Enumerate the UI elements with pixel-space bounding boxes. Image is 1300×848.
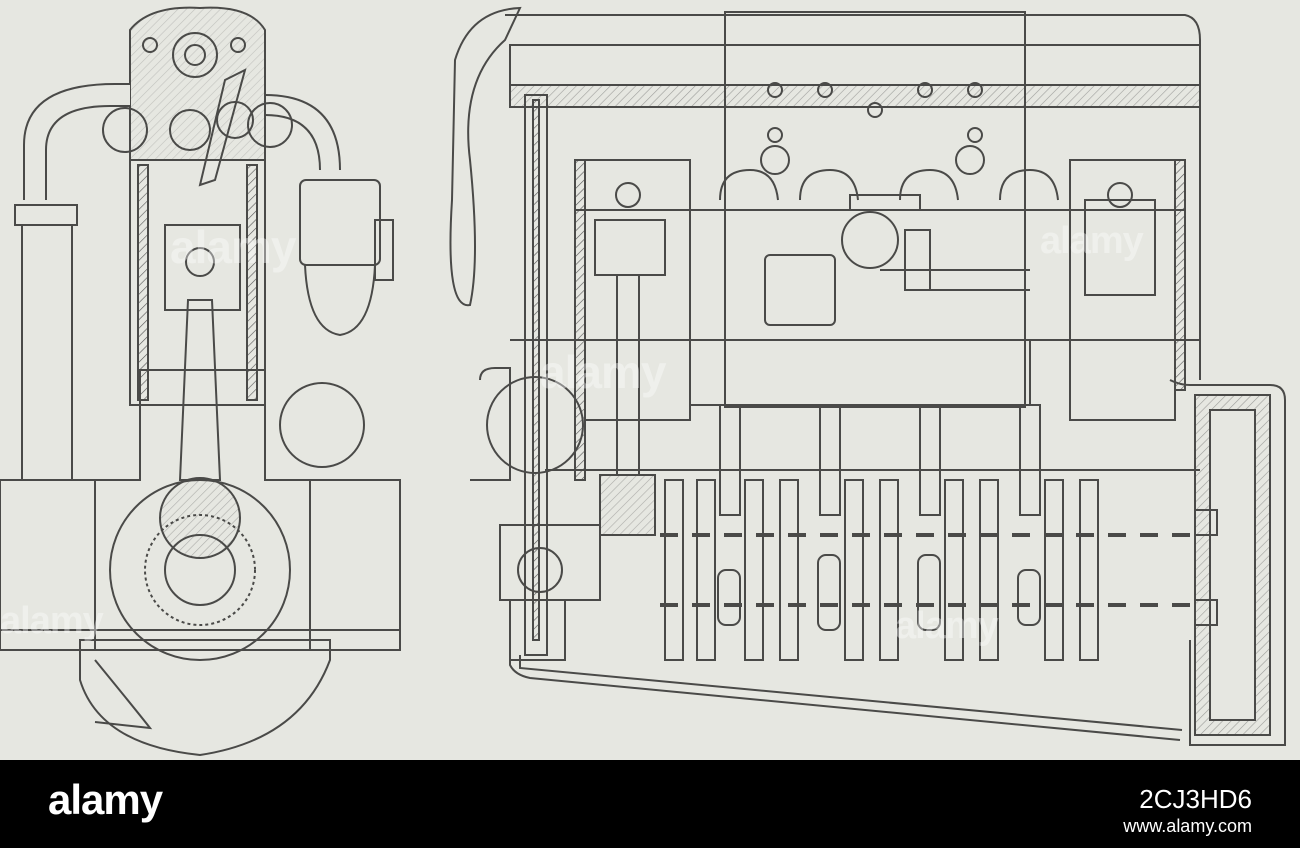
alamy-logo[interactable]: alamy (48, 776, 163, 823)
watermark-text: alamy (895, 605, 999, 647)
end-section-view (0, 6, 401, 757)
engine-line-art (0, 6, 1286, 757)
engine-drawing: alamy alamy alamy alamy alamy (0, 0, 1300, 760)
stock-footer-bar (0, 760, 1300, 848)
watermark-text: alamy (540, 346, 666, 398)
site-link[interactable]: www.alamy.com (1123, 816, 1252, 836)
watermark-text: alamy (170, 221, 296, 273)
side-section-view (449, 6, 1286, 746)
image-code: 2CJ3HD6 (1139, 784, 1252, 814)
watermark-text: alamy (1040, 220, 1144, 262)
watermark-text: alamy (0, 600, 104, 642)
